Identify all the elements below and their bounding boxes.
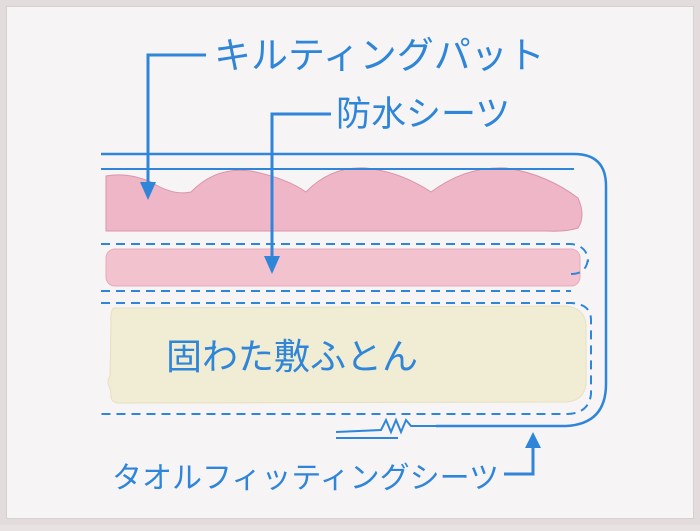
elastic-zigzag <box>335 417 436 435</box>
fitted-sheet-arrow-line <box>504 446 535 476</box>
futon-label: 固わた敷ふとん <box>166 337 418 378</box>
dashed-line-sheet-bottom <box>570 255 589 275</box>
fitted-sheet-label: タオルフィッティングシーツ <box>112 461 499 496</box>
quilting-pad-label: キルティングパット <box>214 34 545 77</box>
quilting-pad-arrow-line <box>146 53 206 184</box>
fitted-sheet-outline <box>101 152 608 428</box>
bedding-layers-diagram: キルティングパット 防水シーツ 固わた敷ふとん タオルフィッティングシーツ <box>101 34 608 496</box>
waterproof-sheet-arrow-head <box>264 256 280 274</box>
waterproof-sheet-arrow-line <box>270 112 331 258</box>
waterproof-sheet-layer <box>105 248 581 287</box>
waterproof-sheet-label: 防水シーツ <box>336 95 510 135</box>
fitted-sheet-arrow-head <box>525 432 541 448</box>
futon-layer <box>107 305 587 404</box>
quilting-pad-layer <box>105 167 583 232</box>
dashed-line-upper <box>101 243 589 263</box>
quilting-pad-arrow-head <box>140 182 156 200</box>
